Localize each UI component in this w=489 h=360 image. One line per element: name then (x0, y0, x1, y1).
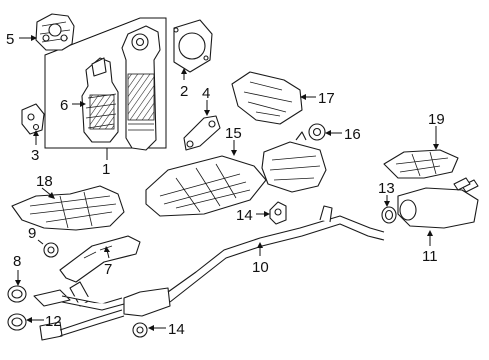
converter-group-frame (44, 17, 167, 149)
callout-19: 19 (428, 111, 445, 128)
part-18-heat-shield (231, 71, 303, 125)
callout-12: 12 (45, 313, 62, 330)
callout-15: 16 (344, 126, 361, 143)
callout-4: 4 (202, 85, 210, 102)
part-2-gasket (173, 19, 213, 73)
part-3-bracket (21, 103, 45, 135)
leader-lines (15, 35, 439, 331)
part-12-gasket (7, 313, 27, 331)
part-10-exhaust-pipe (33, 205, 385, 341)
part-15-hanger-rubber (308, 123, 326, 141)
part-14-hanger-rubber-upper (269, 201, 287, 225)
callout-17: 15 (225, 125, 242, 142)
callout-10: 10 (252, 259, 269, 276)
callout-18: 17 (318, 90, 335, 107)
part-7-front-pipe (59, 235, 141, 307)
part-1-catalytic-converter (121, 25, 161, 151)
callout-11: 11 (422, 248, 438, 265)
callout-1: 1 (102, 161, 110, 178)
callout-3: 3 (31, 147, 39, 164)
callout-8: 8 (13, 253, 21, 270)
part-14-hanger-rubber-lower (132, 322, 148, 338)
callout-16: 18 (36, 173, 53, 190)
part-11-rear-muffler (397, 177, 479, 229)
part-8-gasket (7, 285, 27, 303)
part-4-bracket (183, 115, 221, 151)
part-16-heat-shield (11, 185, 125, 231)
part-6-catalytic-converter (81, 57, 119, 143)
callout-2: 2 (180, 83, 188, 100)
part-9-hanger-rubber (43, 242, 59, 258)
callout-7: 7 (104, 261, 112, 278)
callout-labels: 5 6 3 1 2 4 17 16 15 19 13 11 14 10 18 9… (6, 31, 445, 338)
callout-5: 5 (6, 31, 14, 48)
center-muffler (261, 131, 327, 193)
callout-6: 6 (60, 97, 68, 114)
part-17-heat-shield (145, 155, 267, 217)
callout-14-lower: 14 (168, 321, 185, 338)
part-13-gasket (381, 206, 397, 224)
part-19-heat-shield (383, 149, 459, 179)
callout-13: 13 (378, 180, 395, 197)
callout-9: 9 (28, 225, 36, 242)
callout-14-upper: 14 (236, 207, 253, 224)
part-5-heat-shield (35, 13, 75, 51)
